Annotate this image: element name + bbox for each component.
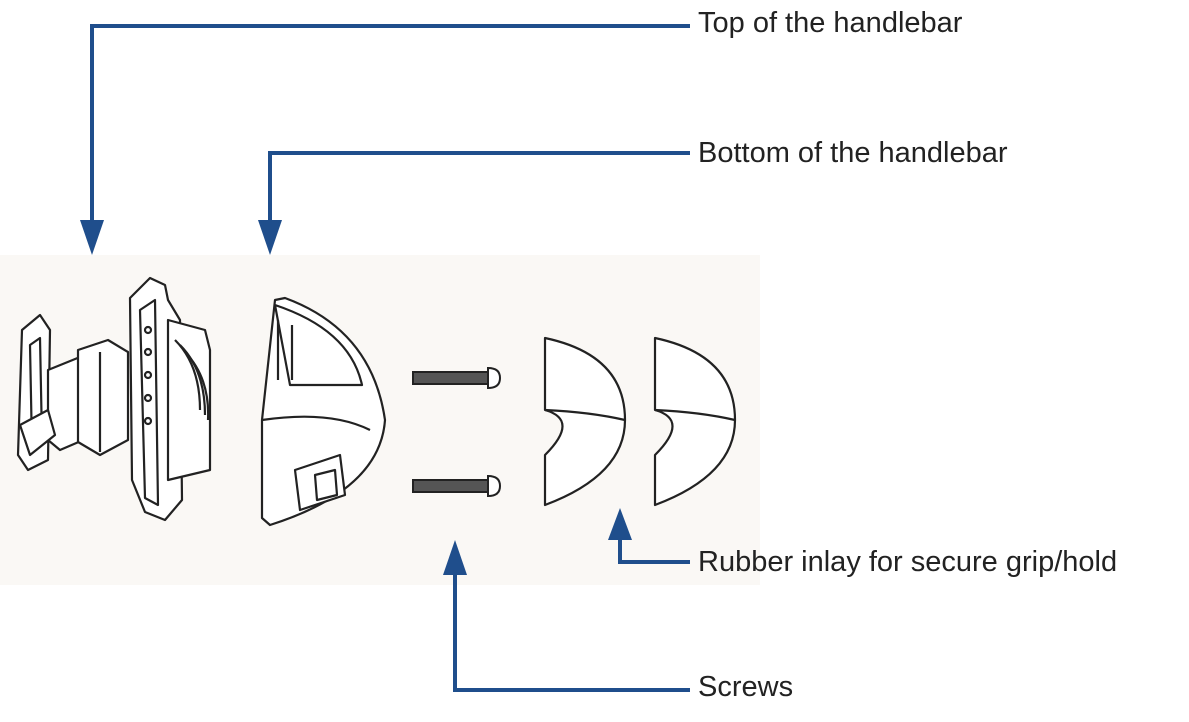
label-rubber-inlay: Rubber inlay for secure grip/hold (698, 546, 1118, 578)
rubber-inlay-part (543, 336, 737, 507)
callout-top-handlebar (80, 24, 690, 255)
bottom-handlebar-part (260, 296, 387, 527)
label-top-of-handlebar: Top of the handlebar (698, 7, 963, 39)
arrow-up-icon (608, 508, 632, 540)
screws-part (412, 366, 502, 498)
callout-screws (443, 540, 690, 692)
arrow-up-icon (443, 540, 467, 575)
arrow-down-icon (258, 220, 282, 255)
callout-bottom-handlebar (258, 151, 690, 255)
label-screws: Screws (698, 671, 794, 703)
arrow-down-icon (80, 220, 104, 255)
top-handlebar-part (16, 276, 212, 522)
callout-rubber-inlay (608, 508, 690, 564)
label-bottom-of-handlebar: Bottom of the handlebar (698, 137, 1008, 169)
